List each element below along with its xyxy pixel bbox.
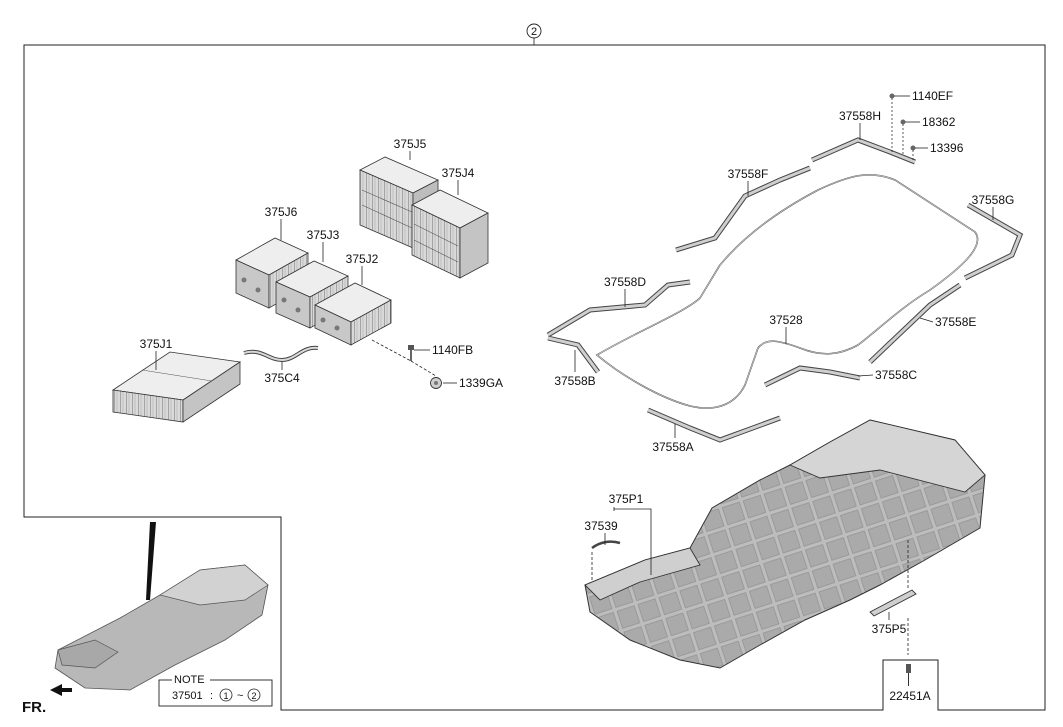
label-22451A: 22451A [889, 689, 930, 703]
label-1339GA: 1339GA [459, 376, 503, 390]
bolt-1140EF[interactable] [889, 93, 895, 153]
label-37558H: 37558H [839, 109, 881, 123]
svg-text:2: 2 [531, 26, 537, 38]
channel-37558F[interactable] [675, 165, 811, 253]
channel-37558C[interactable] [763, 365, 861, 388]
leader-lines [155, 95, 994, 620]
label-375C4: 375C4 [264, 371, 300, 385]
channel-37558E[interactable] [868, 282, 962, 364]
battery-module-375J4[interactable] [411, 189, 489, 279]
label-37558E: 37558E [935, 315, 976, 329]
clip-13396[interactable] [910, 145, 916, 163]
label-37558A: 37558A [652, 440, 693, 454]
note-part: 37501 [172, 690, 203, 702]
label-37558B: 37558B [554, 374, 595, 388]
battery-module-375J2[interactable] [314, 282, 392, 346]
label-37558C: 37558C [875, 368, 917, 382]
bracket-375P5[interactable] [869, 589, 917, 617]
label-37558F: 37558F [728, 167, 769, 181]
label-375J2: 375J2 [346, 252, 379, 266]
note-to: 2 [251, 691, 256, 701]
note-tilde: ~ [237, 690, 243, 702]
label-375P1: 375P1 [609, 492, 644, 506]
battery-module-375J1[interactable] [111, 351, 242, 423]
label-375J3: 375J3 [307, 228, 340, 242]
label-375J5: 375J5 [394, 137, 427, 151]
label-13396: 13396 [930, 141, 964, 155]
label-18362: 18362 [922, 115, 956, 129]
wiring-harness-37528[interactable] [595, 174, 979, 409]
channel-37558B[interactable] [547, 335, 601, 374]
bolt-1140FB[interactable] [408, 345, 414, 361]
clip-18362[interactable] [900, 119, 906, 157]
label-375J4: 375J4 [442, 166, 475, 180]
note-sep: : [210, 690, 213, 702]
label-37558G: 37558G [972, 193, 1015, 207]
seal-37539[interactable] [591, 540, 621, 550]
label-1140FB: 1140FB [432, 343, 473, 357]
note-from: 1 [223, 691, 228, 701]
circle-ref-2: 2 [526, 23, 542, 39]
channel-37558A[interactable] [647, 407, 781, 443]
front-label: FR. [22, 699, 46, 716]
label-375J6: 375J6 [265, 205, 298, 219]
channel-37558D[interactable] [546, 279, 691, 338]
label-1140EF: 1140EF [912, 89, 953, 103]
inset-vehicle-location [54, 522, 269, 691]
nut-1339GA[interactable] [430, 377, 442, 389]
label-375P5: 375P5 [872, 622, 907, 636]
front-arrow-icon [50, 684, 72, 696]
connector-22451A[interactable] [906, 664, 911, 686]
channel-37558G[interactable] [963, 202, 1024, 281]
channel-37558H[interactable] [811, 137, 916, 165]
label-375J1: 375J1 [140, 337, 173, 351]
label-37558D: 37558D [604, 275, 646, 289]
cable-375C4[interactable] [243, 345, 319, 363]
note-title: NOTE [174, 674, 205, 686]
label-37528: 37528 [769, 313, 803, 327]
label-37539: 37539 [584, 519, 618, 533]
note-box: NOTE 37501 : 1 ~ 2 [158, 673, 273, 707]
main-frame [23, 38, 1046, 711]
battery-tray-375P1[interactable] [584, 419, 986, 669]
